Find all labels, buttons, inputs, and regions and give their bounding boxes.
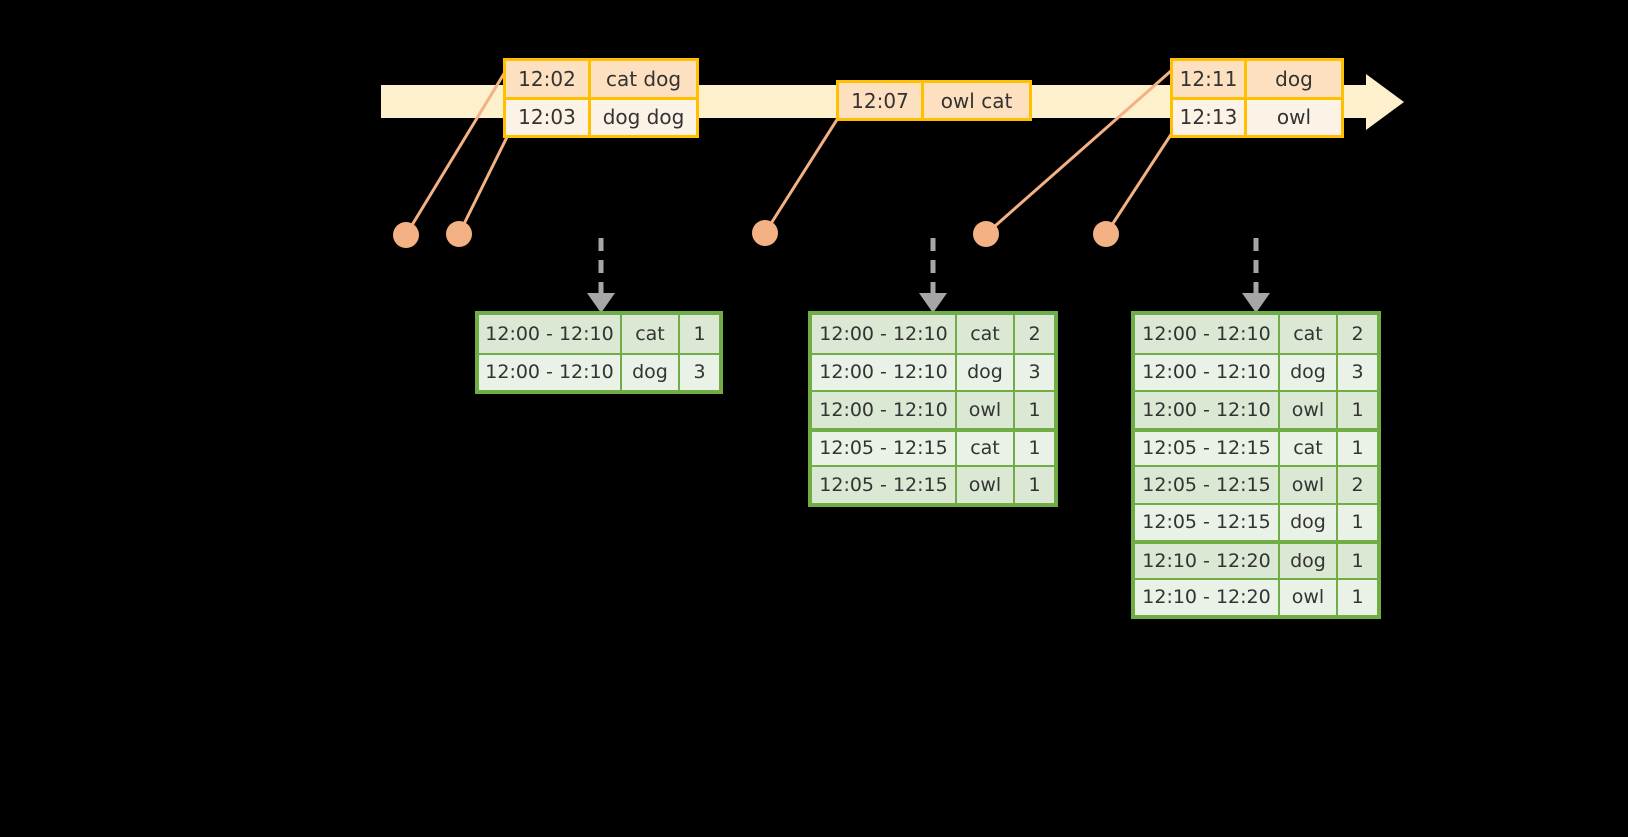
count-cell: 2 (1015, 315, 1054, 353)
table-row: 12:00 - 12:10 dog 3 (479, 352, 719, 390)
window-cell: 12:00 - 12:10 (812, 392, 957, 428)
count-cell: 1 (1338, 392, 1377, 428)
key-cell: dog (1280, 354, 1338, 390)
event-time: 12:07 (839, 83, 924, 118)
window-cell: 12:10 - 12:20 (1135, 579, 1280, 615)
event-group-3: 12:11 dog 12:13 owl (1170, 58, 1344, 138)
count-cell: 1 (1338, 431, 1377, 465)
table-row: 12:00 - 12:10 owl 1 (1135, 390, 1377, 428)
key-cell: cat (957, 431, 1015, 465)
event-time: 12:02 (506, 61, 591, 97)
event-row: 12:03 dog dog (506, 96, 696, 135)
result-table-1: 12:00 - 12:10 cat 1 12:00 - 12:10 dog 3 (475, 311, 723, 394)
event-time: 12:13 (1173, 99, 1247, 135)
result-table-2: 12:00 - 12:10 cat 2 12:00 - 12:10 dog 3 … (808, 311, 1058, 507)
event-row: 12:02 cat dog (506, 61, 696, 97)
table-row: 12:00 - 12:10 cat 2 (812, 315, 1054, 353)
event-words: dog (1247, 61, 1341, 97)
window-cell: 12:05 - 12:15 (1135, 467, 1280, 503)
window-cell: 12:00 - 12:10 (1135, 315, 1280, 353)
event-row: 12:13 owl (1173, 96, 1341, 135)
connector-dots (393, 220, 1119, 248)
event-words: cat dog (591, 61, 696, 97)
dashed-arrowheads (587, 293, 1270, 313)
table-row: 12:05 - 12:15 owl 1 (812, 465, 1054, 503)
table-row: 12:00 - 12:10 dog 3 (1135, 352, 1377, 390)
timeline-arrowhead (1366, 74, 1404, 130)
key-cell: cat (1280, 431, 1338, 465)
key-cell: owl (957, 392, 1015, 428)
table-row: 12:05 - 12:15 cat 1 (812, 427, 1054, 465)
key-cell: dog (957, 354, 1015, 390)
event-row: 12:11 dog (1173, 61, 1341, 97)
count-cell: 3 (1015, 354, 1054, 390)
window-cell: 12:00 - 12:10 (812, 315, 957, 353)
count-cell: 2 (1338, 315, 1377, 353)
window-cell: 12:00 - 12:10 (812, 354, 957, 390)
event-time: 12:11 (1173, 61, 1247, 97)
window-cell: 12:05 - 12:15 (1135, 504, 1280, 540)
key-cell: owl (1280, 579, 1338, 615)
table-row: 12:00 - 12:10 dog 3 (812, 352, 1054, 390)
event-words: owl (1247, 99, 1341, 135)
event-words: owl cat (924, 83, 1029, 118)
window-cell: 12:00 - 12:10 (1135, 392, 1280, 428)
key-cell: dog (622, 354, 680, 390)
table-row: 12:00 - 12:10 cat 2 (1135, 315, 1377, 353)
key-cell: owl (1280, 467, 1338, 503)
table-row: 12:05 - 12:15 cat 1 (1135, 427, 1377, 465)
window-cell: 12:00 - 12:10 (479, 354, 622, 390)
key-cell: owl (957, 467, 1015, 503)
table-row: 12:10 - 12:20 owl 1 (1135, 577, 1377, 615)
key-cell: cat (622, 315, 680, 353)
table-row: 12:10 - 12:20 dog 1 (1135, 540, 1377, 578)
event-group-1: 12:02 cat dog 12:03 dog dog (503, 58, 699, 138)
count-cell: 1 (1338, 504, 1377, 540)
result-table-3: 12:00 - 12:10 cat 2 12:00 - 12:10 dog 3 … (1131, 311, 1381, 619)
event-words: dog dog (591, 99, 696, 135)
count-cell: 1 (1015, 467, 1054, 503)
window-cell: 12:05 - 12:15 (812, 467, 957, 503)
table-row: 12:05 - 12:15 owl 2 (1135, 465, 1377, 503)
count-cell: 3 (1338, 354, 1377, 390)
key-cell: cat (957, 315, 1015, 353)
window-cell: 12:05 - 12:15 (812, 431, 957, 465)
key-cell: cat (1280, 315, 1338, 353)
key-cell: owl (1280, 392, 1338, 428)
window-cell: 12:10 - 12:20 (1135, 544, 1280, 578)
count-cell: 1 (1338, 579, 1377, 615)
count-cell: 1 (1015, 392, 1054, 428)
table-row: 12:00 - 12:10 cat 1 (479, 315, 719, 353)
count-cell: 1 (1338, 544, 1377, 578)
window-cell: 12:00 - 12:10 (1135, 354, 1280, 390)
window-cell: 12:05 - 12:15 (1135, 431, 1280, 465)
event-time: 12:03 (506, 99, 591, 135)
count-cell: 1 (680, 315, 719, 353)
window-cell: 12:00 - 12:10 (479, 315, 622, 353)
table-row: 12:05 - 12:15 dog 1 (1135, 502, 1377, 540)
key-cell: dog (1280, 544, 1338, 578)
key-cell: dog (1280, 504, 1338, 540)
count-cell: 3 (680, 354, 719, 390)
event-row: 12:07 owl cat (839, 83, 1029, 118)
event-group-2: 12:07 owl cat (836, 80, 1032, 121)
count-cell: 2 (1338, 467, 1377, 503)
count-cell: 1 (1015, 431, 1054, 465)
table-row: 12:00 - 12:10 owl 1 (812, 390, 1054, 428)
